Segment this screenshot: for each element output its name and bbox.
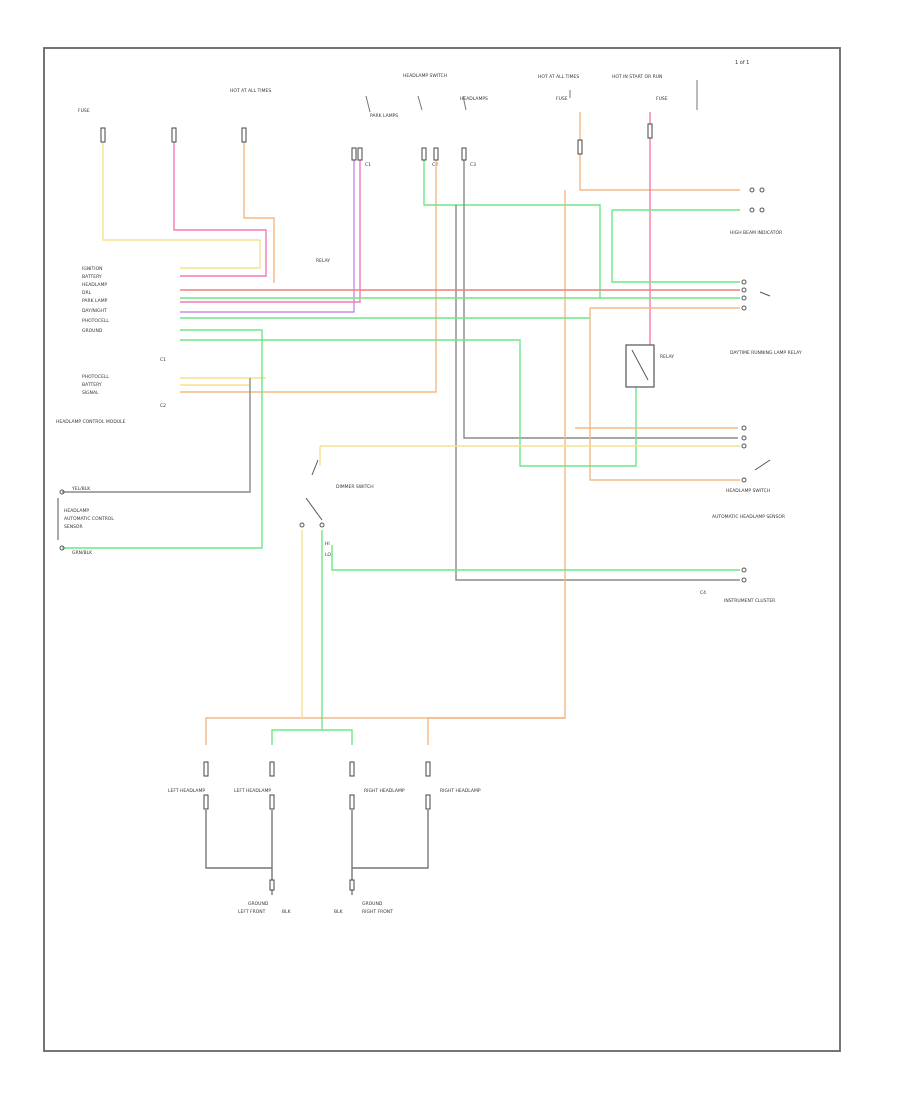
relay-label-center: RELAY	[316, 258, 330, 264]
pin-label-park-lamp: PARK LAMP	[82, 298, 108, 304]
headlamp-labels: LEFT HEADLAMP LEFT HEADLAMP RIGHT HEADLA…	[168, 788, 481, 915]
label-fuse-a: FUSE	[78, 108, 90, 114]
wire-headlamp-right-loop	[351, 810, 429, 869]
wire-indicator-green	[611, 209, 740, 283]
pin-label-headlamp: HEADLAMP	[82, 282, 107, 288]
pin-label-day-night: DAY/NIGHT	[82, 308, 107, 314]
sensor-wire-top-label: YEL/BLK	[71, 486, 91, 492]
wire-sensor-green	[62, 329, 263, 549]
label-hot-in-start: HOT IN START OR RUN	[612, 74, 662, 80]
right-terminal-pins	[741, 187, 765, 583]
sensor-text-3: SENSOR	[64, 524, 83, 530]
label-headlamps: HEADLAMPS	[460, 96, 488, 102]
wire-feed-pink-2	[173, 128, 267, 277]
daytime-relay-label: DAYTIME RUNNING LAMP RELAY	[730, 350, 802, 356]
left-headlamp-lo-label: LEFT HEADLAMP	[168, 788, 205, 794]
wire-switch-orange	[180, 150, 437, 393]
wire-switch-gray	[463, 150, 738, 439]
dimmer-lo-label: LO	[325, 552, 331, 558]
module-label: HEADLAMP CONTROL MODULE	[56, 419, 126, 425]
pin-label-photocell: PHOTOCELL	[82, 318, 109, 324]
label-fuse-c: FUSE	[656, 96, 668, 102]
wire-sensor-gray	[62, 378, 251, 493]
label-fuse-b: FUSE	[556, 96, 568, 102]
wire-dimmer-green-right	[331, 545, 740, 571]
ground-left-label: GROUND	[248, 901, 269, 907]
indicator-switch-mark	[759, 291, 771, 297]
left-c2-label: C2	[160, 403, 166, 409]
wire-right-orange-loop-2	[427, 717, 565, 745]
dimmer-hi-label: HI	[325, 541, 330, 547]
sensor-text-2: AUTOMATIC CONTROL	[64, 516, 114, 522]
label-c2-top: C2	[432, 162, 438, 168]
wire-bus-orange	[589, 307, 740, 481]
wire-right-orange-loop	[205, 190, 566, 745]
wire-bus-green-3	[180, 339, 637, 467]
label-c3-top: C3	[470, 162, 476, 168]
label-c1-top: C1	[365, 162, 371, 168]
wire-headlamp-left-loop	[205, 810, 273, 895]
ground-left-sub-label: LEFT FRONT	[238, 909, 266, 915]
left-connector2-pin-labels: PHOTOCELL BATTERY SIGNAL	[82, 374, 109, 396]
label-hot-at-all-times-right: HOT AT ALL TIMES	[538, 74, 579, 80]
ground-right-sub-label: RIGHT FRONT	[362, 909, 393, 915]
wire-switch-gray-2	[455, 205, 740, 581]
headlamp-switch-contacts	[365, 80, 698, 113]
left-connector-pin-labels: IGNITION BATTERY HEADLAMP DRL PARK LAMP …	[82, 266, 109, 334]
wire-dimmer-green-2	[322, 729, 353, 745]
blk-right-label: BLK	[334, 909, 344, 915]
relay-coil-mark	[631, 349, 649, 381]
wire-bus-yellow	[319, 445, 740, 466]
automatic-sensor-label: AUTOMATIC HEADLAMP SENSOR	[712, 514, 785, 520]
dimmer-switch-label: DIMMER SWITCH	[336, 484, 374, 490]
wire-feed-orange-3	[243, 128, 275, 283]
wire-switch-pink	[180, 150, 361, 303]
sensor-text-1: HEADLAMP	[64, 508, 89, 514]
headlamp-switch-right-mark	[754, 459, 771, 471]
headlamp-switch-right-label: HEADLAMP SWITCH	[726, 488, 770, 494]
instrument-cluster-label: INSTRUMENT CLUSTER	[724, 598, 775, 604]
headlamp-sensor-block: YEL/BLK HEADLAMP AUTOMATIC CONTROL SENSO…	[57, 486, 114, 556]
label-hot-at-all-times-left: HOT AT ALL TIMES	[230, 88, 271, 94]
sensor-wire-bottom-label: GRN/BLK	[72, 550, 93, 556]
corner-reference: 1 of 1	[735, 60, 749, 66]
right-headlamp-hi-label: RIGHT HEADLAMP	[364, 788, 405, 794]
pin-label-ignition: IGNITION	[82, 266, 103, 272]
relay-box-label: RELAY	[660, 354, 674, 360]
pin-label-drl: DRL	[82, 290, 92, 296]
dimmer-switch-symbol	[299, 459, 325, 528]
pin-label-ground: GROUND	[82, 328, 103, 334]
c4-label: C4	[700, 590, 706, 596]
left-c1-label: C1	[160, 357, 166, 363]
wire-switch-violet	[180, 150, 355, 313]
wire-feed-yellow-1	[102, 128, 261, 269]
connector-terminals	[100, 123, 653, 891]
left-headlamp-hi-label: LEFT HEADLAMP	[234, 788, 271, 794]
wire-switch-green	[423, 150, 601, 298]
pin-label-battery: BATTERY	[82, 274, 102, 280]
wire-dimmer-green	[271, 530, 323, 745]
pin2-label-signal: SIGNAL	[82, 390, 99, 396]
ground-right-label: GROUND	[362, 901, 383, 907]
high-beam-indicator-label: HIGH BEAM INDICATOR	[730, 230, 782, 236]
label-headlamp-switch-top: HEADLAMP SWITCH	[403, 73, 447, 79]
wire-right-orange-feed	[579, 112, 740, 191]
right-headlamp-lo-label: RIGHT HEADLAMP	[440, 788, 481, 794]
pin2-label-photocell: PHOTOCELL	[82, 374, 109, 380]
label-park-lamps: PARK LAMPS	[370, 113, 398, 119]
pin2-label-battery: BATTERY	[82, 382, 102, 388]
blk-left-label: BLK	[282, 909, 292, 915]
diagram-frame	[43, 47, 841, 1052]
